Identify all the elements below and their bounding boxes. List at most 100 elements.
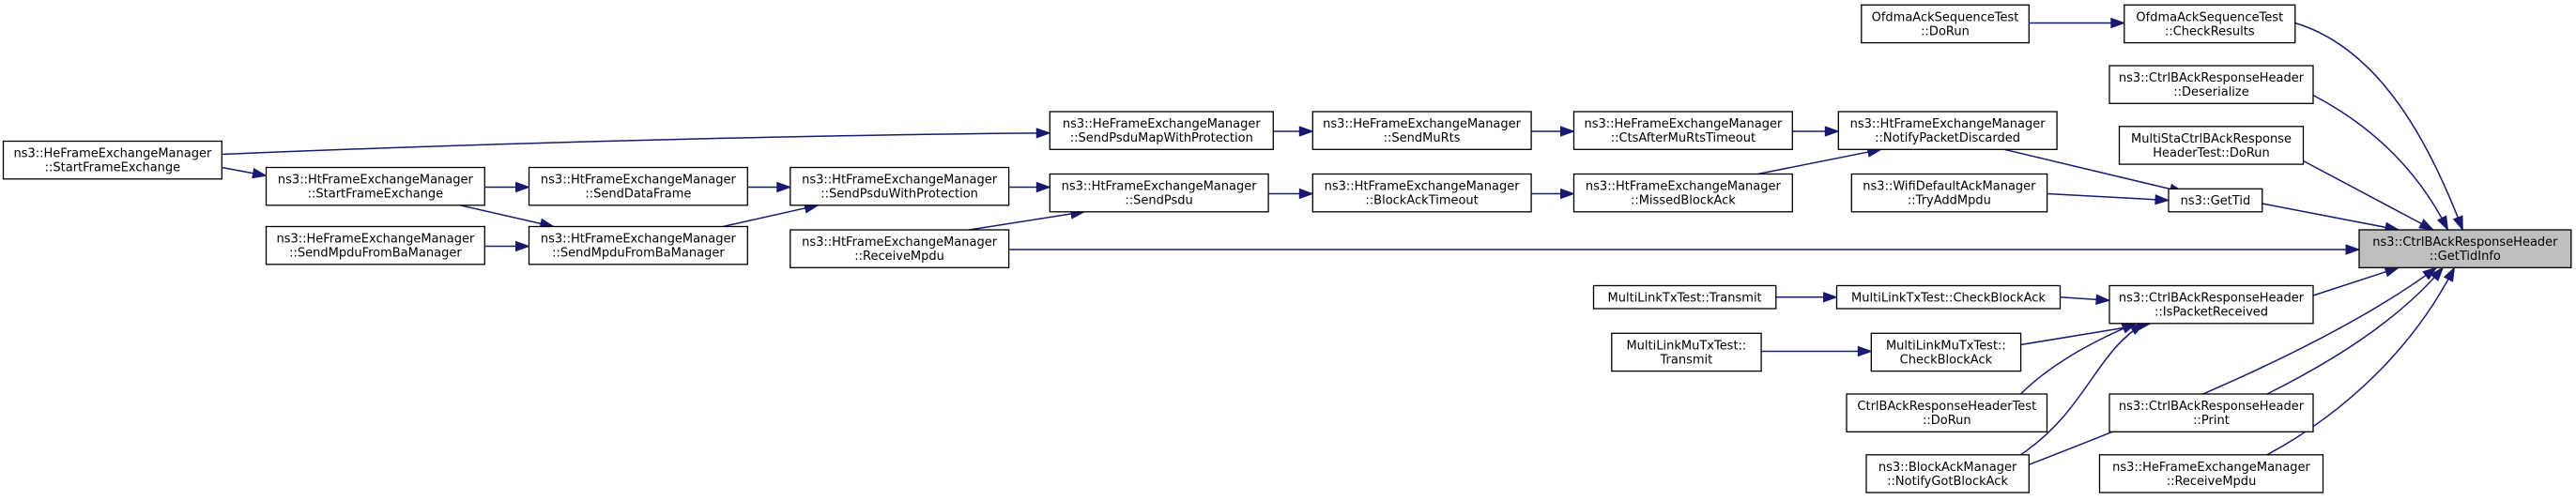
edge-ht-start-to-ht-send-data (484, 181, 530, 193)
edge-ht-start-to-ht-send-mpdu (459, 205, 556, 229)
node-ht-start[interactable]: ns3::HtFrameExchangeManager::StartFrameE… (265, 166, 485, 206)
node-label-line: ns3::CtrlBAckResponseHeader (2372, 235, 2558, 250)
node-label-line: ns3::HtFrameExchangeManager (541, 174, 737, 188)
edge-line (2262, 203, 2400, 231)
node-box (1049, 173, 1269, 213)
arrowhead-icon (1560, 126, 1575, 137)
node-label-line: ns3::HeFrameExchangeManager (13, 147, 211, 161)
node-is-packet-recv[interactable]: ns3::CtrlBAckResponseHeader::IsPacketRec… (2108, 284, 2314, 325)
node-label-line: CtrlBAckResponseHeaderTest (1857, 400, 2036, 414)
node-ht-ba-timeout[interactable]: ns3::HtFrameExchangeManager::BlockAckTim… (1311, 173, 1532, 213)
node-label-line: OfdmaAckSequenceTest (1872, 10, 2019, 24)
node-he-send-mpdu[interactable]: ns3::HeFrameExchangeManager::SendMpduFro… (265, 225, 485, 265)
edge-ml-tx-check-to-is-packet-recv (2060, 294, 2111, 305)
node-box (790, 229, 1010, 268)
arrowhead-icon (1298, 188, 1314, 200)
node-label-line: OfdmaAckSequenceTest (2136, 10, 2283, 24)
node-label-line: ::SendPsduMapWithProtection (1070, 131, 1253, 145)
node-ofdma-do-run[interactable]: OfdmaAckSequenceTest::DoRun (1861, 4, 2030, 44)
edge-ht-recv-to-root (1008, 244, 2361, 255)
node-label-line: ::GetTidInfo (2430, 250, 2501, 264)
node-label-line: ns3::HeFrameExchangeManager (1063, 117, 1261, 131)
edge-line (2029, 266, 2437, 465)
arrowhead-icon (1035, 128, 1051, 139)
node-label-line: ns3::HtFrameExchangeManager (1586, 180, 1782, 194)
node-ht-psdu-prot[interactable]: ns3::HtFrameExchangeManager::SendPsduWit… (790, 166, 1010, 206)
arrowhead-icon (2452, 215, 2463, 232)
node-get-tid[interactable]: ns3::GetTid (2168, 188, 2263, 213)
node-label-line: MultiLinkTxTest::Transmit (1608, 291, 1762, 305)
node-ht-recv[interactable]: ns3::HtFrameExchangeManager::ReceiveMpdu (790, 229, 1010, 268)
edge-print-to-root (2266, 266, 2445, 395)
node-ht-send-psdu[interactable]: ns3::HtFrameExchangeManager::SendPsdu (1049, 173, 1269, 213)
node-box (2358, 229, 2572, 268)
node-label-line: ns3::HtFrameExchangeManager (1325, 180, 1521, 194)
node-ml-mu-check[interactable]: MultiLinkMuTxTest::CheckBlockAck (1870, 332, 2022, 372)
arrowhead-icon (2443, 265, 2456, 282)
edge-he-map-prot-to-he-mu-rts (1273, 126, 1314, 137)
node-label-line: ::DoRun (1921, 24, 1970, 38)
edge-line (2266, 266, 2444, 395)
node-deserialize[interactable]: ns3::CtrlBAckResponseHeader::Deserialize (2108, 65, 2314, 104)
edge-line (2047, 192, 2170, 202)
edge-line (2312, 266, 2400, 296)
node-label-line: ::BlockAckTimeout (1365, 194, 1478, 208)
arrowhead-icon (1857, 345, 1873, 357)
arrowhead-icon (515, 181, 530, 193)
edge-ht-missed-to-notify-discarded (1757, 146, 1883, 175)
edge-ht-send-data-to-ht-psdu-prot (747, 181, 792, 193)
node-label-line: ns3::HtFrameExchangeManager (1062, 180, 1258, 194)
node-label-line: MultiLinkTxTest::CheckBlockAck (1851, 291, 2046, 305)
node-label-line: ::StartFrameExchange (308, 188, 444, 202)
node-box (2124, 4, 2296, 44)
node-box (2108, 393, 2314, 432)
node-he-mu-rts[interactable]: ns3::HeFrameExchangeManager::SendMuRts (1311, 111, 1532, 150)
node-ctrl-test[interactable]: CtrlBAckResponseHeaderTest::DoRun (1846, 393, 2048, 432)
node-notify-discarded[interactable]: ns3::HtFrameExchangeManager::NotifyPacke… (1837, 111, 2058, 150)
node-try-add[interactable]: ns3::WifiDefaultAckManager::TryAddMpdu (1850, 173, 2048, 213)
node-label-line: ns3::HtFrameExchangeManager (541, 233, 737, 247)
node-root-get-tid-info[interactable]: ns3::CtrlBAckResponseHeader::GetTidInfo (2358, 229, 2572, 268)
node-label-line: ::TryAddMpdu (1908, 194, 1991, 208)
edge-line (2020, 323, 2145, 456)
node-label-line: ::ReceiveMpdu (854, 250, 944, 264)
node-he-cts-timeout[interactable]: ns3::HeFrameExchangeManager::CtsAfterMuR… (1572, 111, 1793, 150)
node-label-line: MultiStaCtrlBAckResponse (2131, 132, 2292, 146)
node-ml-mu-transmit[interactable]: MultiLinkMuTxTest::Transmit (1611, 332, 1762, 372)
node-label-line: ns3::HtFrameExchangeManager (278, 174, 474, 188)
edge-line (969, 211, 1085, 231)
node-multi-sta[interactable]: MultiStaCtrlBAckResponseHeaderTest::DoRu… (2118, 126, 2305, 165)
node-ml-tx-check[interactable]: MultiLinkTxTest::CheckBlockAck (1835, 284, 2062, 310)
node-he-map-prot[interactable]: ns3::HeFrameExchangeManager::SendPsduMap… (1049, 111, 1274, 150)
node-print[interactable]: ns3::CtrlBAckResponseHeader::Print (2108, 393, 2314, 432)
node-box (1870, 332, 2022, 372)
node-label-line: ::Print (2193, 414, 2230, 428)
arrowhead-icon (1560, 188, 1575, 200)
node-ml-tx-transmit[interactable]: MultiLinkTxTest::Transmit (1592, 284, 1777, 310)
node-ht-send-mpdu[interactable]: ns3::HtFrameExchangeManager::SendMpduFro… (528, 225, 748, 265)
edge-line (2294, 22, 2464, 231)
edge-try-add-to-get-tid (2047, 192, 2170, 205)
node-box (2108, 65, 2314, 104)
node-label-line: ns3::GetTid (2181, 194, 2251, 208)
node-ofdma-check[interactable]: OfdmaAckSequenceTest::CheckResults (2124, 4, 2296, 44)
node-ht-send-data[interactable]: ns3::HtFrameExchangeManager::SendDataFra… (528, 166, 748, 206)
arrowhead-icon (1035, 181, 1051, 193)
arrowhead-icon (2384, 266, 2400, 278)
node-notify-got[interactable]: ns3::BlockAckManager::NotifyGotBlockAck (1865, 454, 2030, 493)
edge-line (2003, 148, 2184, 193)
edge-he-mu-rts-to-he-cts-timeout (1531, 126, 1575, 137)
edge-ml-tx-transmit-to-ml-tx-check (1775, 292, 1838, 303)
node-label-line: MultiLinkMuTxTest:: (1886, 339, 2006, 353)
edge-ofdma-do-run-to-ofdma-check (2029, 17, 2126, 29)
node-ht-missed[interactable]: ns3::HtFrameExchangeManager::MissedBlock… (1572, 173, 1793, 213)
edge-ht-ba-timeout-to-ht-missed (1531, 188, 1575, 200)
edge-he-cts-timeout-to-notify-discarded (1792, 126, 1840, 137)
node-label-line: MultiLinkMuTxTest:: (1626, 339, 1746, 353)
node-he-recv[interactable]: ns3::HeFrameExchangeManager::ReceiveMpdu (2098, 454, 2324, 493)
edge-line (2312, 94, 2449, 231)
node-he-start[interactable]: ns3::HeFrameExchangeManager::StartFrameE… (2, 140, 222, 180)
node-label-line: ::DoRun (1923, 414, 1971, 428)
node-box (1311, 173, 1532, 213)
node-box (1572, 173, 1793, 213)
